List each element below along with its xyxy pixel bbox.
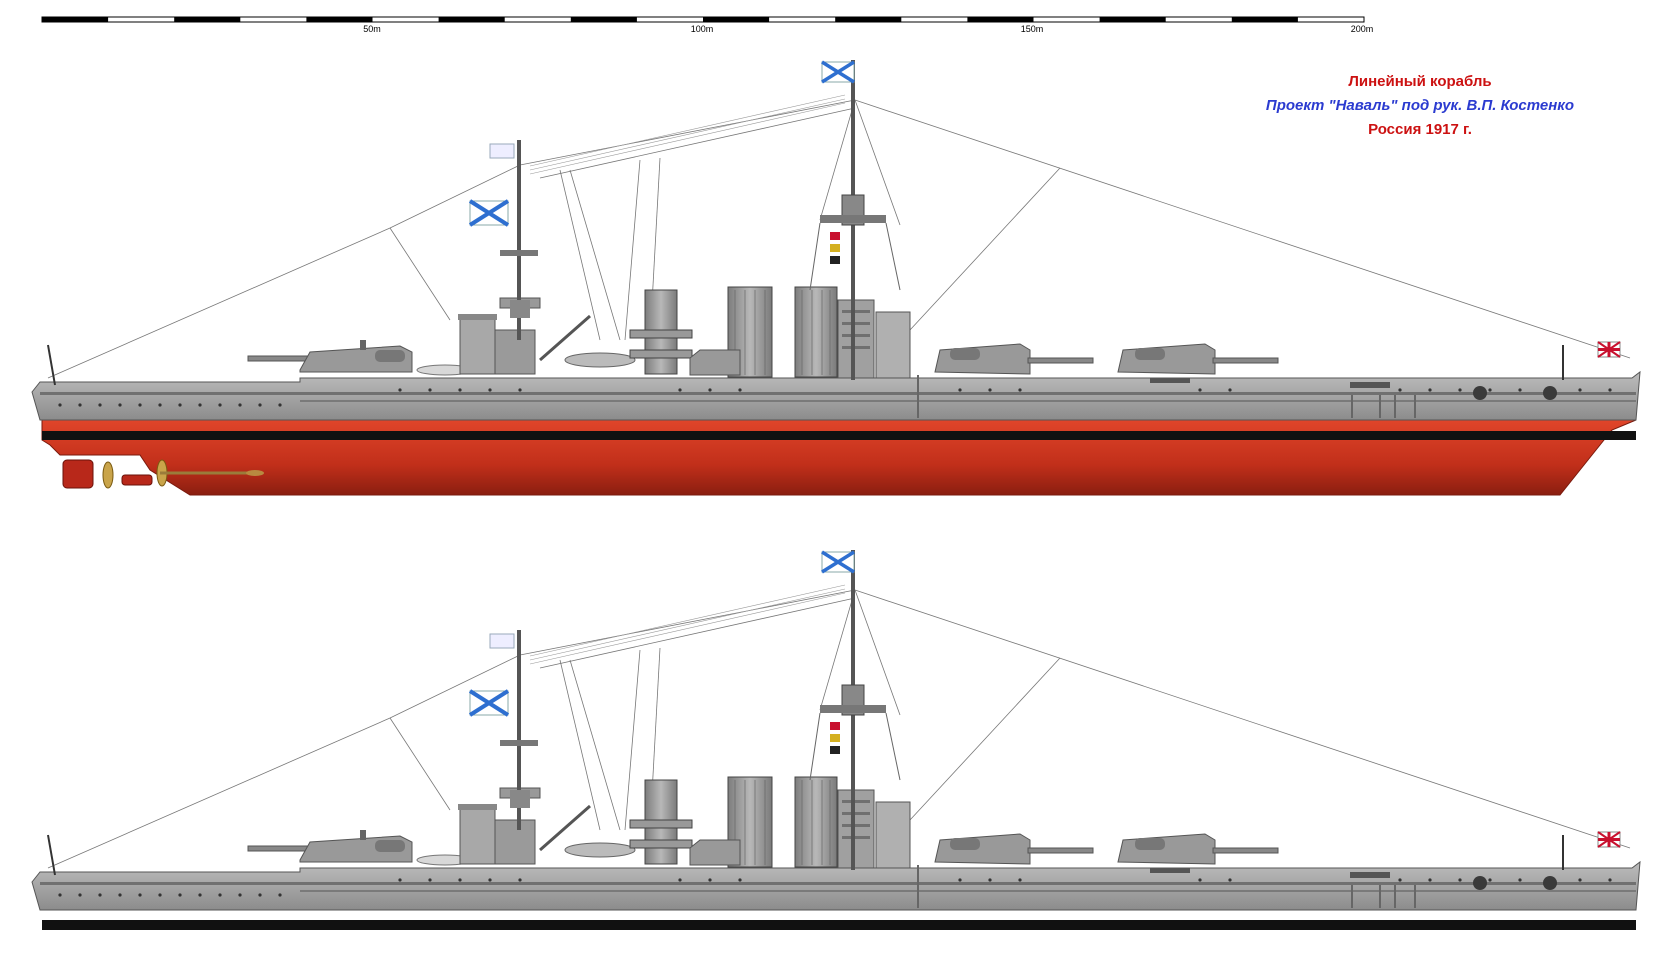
scale-segment (703, 17, 770, 22)
ship-profile-top (30, 58, 1642, 496)
scale-segment (570, 17, 637, 22)
caption-project: Проект "Наваль" под рук. В.П. Костенко (1265, 97, 1575, 114)
scale-segment (174, 17, 241, 22)
scale-segment (967, 17, 1034, 22)
scale-bar: 50m 100m 150m 200m (41, 16, 1374, 34)
ship-profile-bottom (30, 548, 1642, 930)
boot-topping (42, 431, 1636, 440)
rudder-and-propellers (62, 459, 264, 489)
scale-segment (306, 17, 373, 22)
scale-segment (438, 17, 505, 22)
scale-label-150m: 150m (1021, 24, 1044, 34)
scale-segment (835, 17, 902, 22)
scale-label-100m: 100m (691, 24, 714, 34)
scale-label-200m: 200m (1351, 24, 1374, 34)
caption-country-year: Россия 1917 г. (1368, 121, 1472, 138)
drawing-caption: Линейный корабль Проект "Наваль" под рук… (1190, 70, 1650, 142)
ship-superstructure-bottom (30, 548, 1642, 912)
caption-ship-type: Линейный корабль (1348, 73, 1492, 90)
scale-segment (1231, 17, 1298, 22)
scale-segment (42, 17, 109, 22)
underwater-hull (41, 419, 1637, 496)
scale-segment (1099, 17, 1166, 22)
boot-topping-bottom (42, 920, 1636, 930)
scale-label-50m: 50m (363, 24, 381, 34)
